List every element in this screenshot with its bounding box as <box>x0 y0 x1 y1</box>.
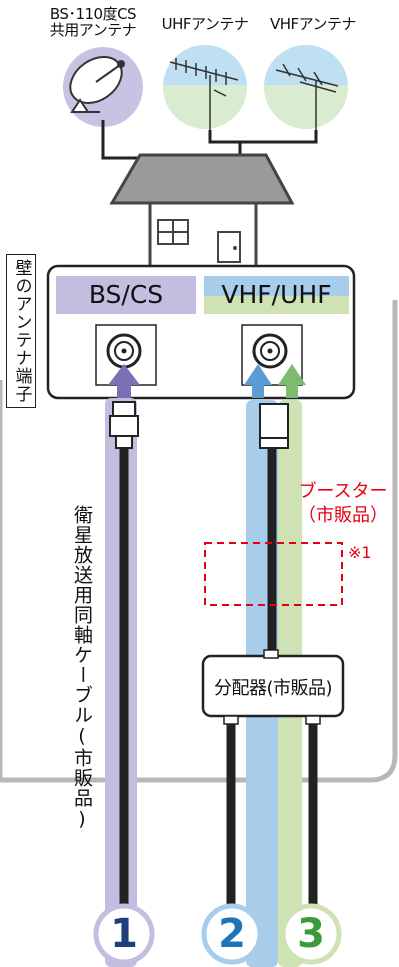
bs-cs-port-header <box>56 276 196 314</box>
vhf-uhf-port-header <box>204 276 349 314</box>
vhf-antenna-icon <box>275 63 339 130</box>
arrow-blue-icon <box>244 364 272 398</box>
vhf-uhf-plug-icon <box>259 403 289 449</box>
output-1-number: 1 <box>110 911 138 957</box>
cable-label: 衛星放送用同軸ケーブル(市販品) <box>71 505 93 831</box>
output-3-number: 3 <box>297 911 325 957</box>
bs-cs-antenna-label: BS･110度CS 共用アンテナ <box>49 5 137 39</box>
uhf-antenna-icon <box>169 58 239 130</box>
satellite-dish-icon <box>69 56 125 113</box>
splitter-out-3 <box>305 715 321 725</box>
wall-terminal-label-box: 壁のアンテナ端子 <box>6 254 36 408</box>
booster-label-line2: （市販品） <box>298 505 388 526</box>
uhf-antenna-circle <box>163 45 247 129</box>
wall-terminal-label: 壁のアンテナ端子 <box>11 259 32 403</box>
output-3-circle <box>280 903 342 965</box>
booster-note: ※1 <box>348 543 372 562</box>
uhf-antenna-label: UHFアンテナ <box>161 15 249 33</box>
vhf-antenna-label: VHFアンテナ <box>269 15 357 33</box>
arrow-bs-icon <box>108 364 140 398</box>
output-2-number: 2 <box>218 911 246 957</box>
arrow-green-icon <box>278 364 306 398</box>
output-1-circle <box>93 903 155 965</box>
bs-cs-port-label: BS/CS <box>88 280 164 309</box>
splitter-label: 分配器(市販品) <box>213 678 333 699</box>
vhf-antenna-circle <box>264 45 348 129</box>
booster-placeholder <box>204 542 343 606</box>
vhf-uhf-port-label: VHF/UHF <box>221 280 332 309</box>
house-icon <box>109 153 295 269</box>
bs-connector-icon <box>109 401 139 449</box>
booster-label-line1: ブースター <box>298 481 388 502</box>
room-outline <box>0 300 398 783</box>
booster-label: ブースター （市販品） <box>288 480 398 528</box>
output-2-circle <box>201 903 263 965</box>
splitter-out-2 <box>223 715 239 725</box>
